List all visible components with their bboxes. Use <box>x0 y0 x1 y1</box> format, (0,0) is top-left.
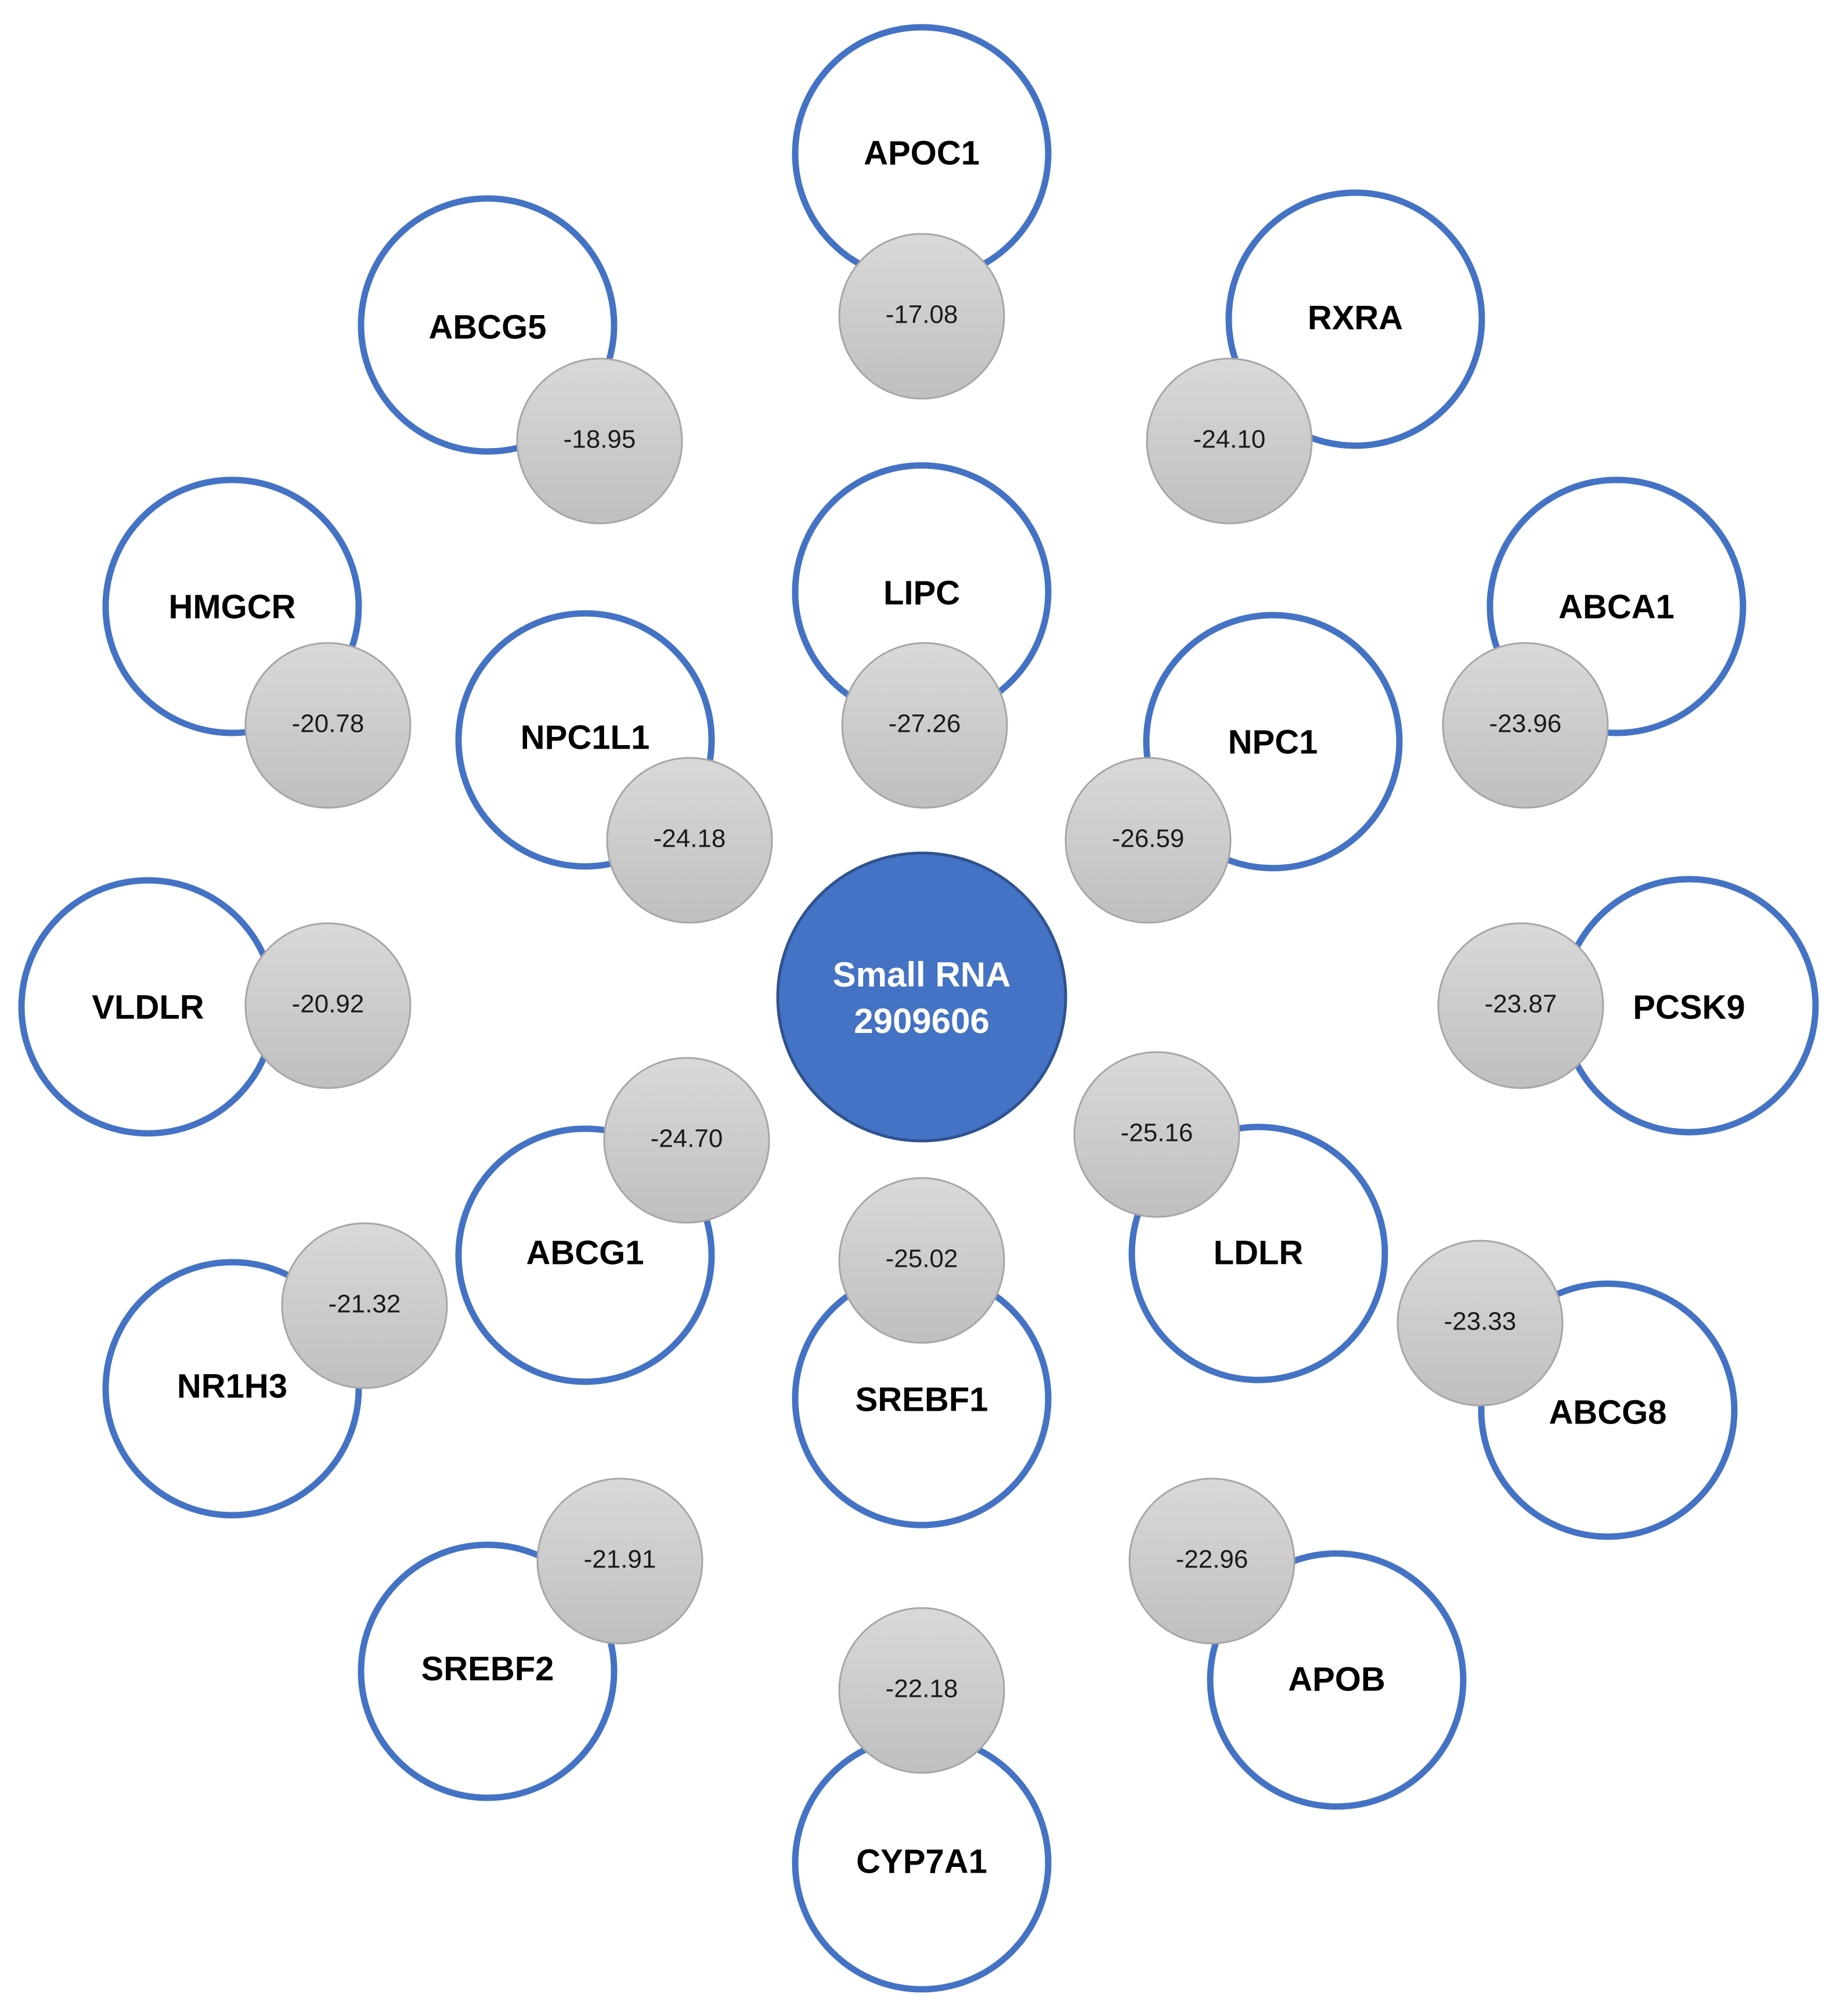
score-bubble <box>1396 1240 1564 1407</box>
gene-label: RXRA <box>1308 299 1403 337</box>
gene-node-srebf1: SREBF1 -25.02 <box>792 1177 1052 1529</box>
score-label: -26.59 <box>1112 825 1185 853</box>
score-label: -22.96 <box>1176 1545 1248 1574</box>
score-bubble <box>244 642 412 809</box>
score-label: -17.08 <box>886 301 958 329</box>
score-bubble <box>838 1607 1005 1774</box>
score-label: -25.02 <box>886 1245 958 1273</box>
score-bubble <box>606 757 773 924</box>
gene-node-abcg1: ABCG1 -24.70 <box>455 1057 770 1385</box>
gene-node-npc1l1: NPC1L1 -24.18 <box>455 610 773 924</box>
score-label: -24.18 <box>654 825 726 853</box>
score-bubble <box>603 1057 770 1224</box>
score-label: -23.87 <box>1485 990 1557 1018</box>
gene-ring <box>358 1541 618 1801</box>
gene-ring <box>1225 189 1485 449</box>
score-label: -21.91 <box>584 1545 656 1574</box>
gene-label: NPC1 <box>1228 723 1318 761</box>
gene-label: HMGCR <box>168 588 295 626</box>
center-circle <box>776 851 1067 1143</box>
score-label: -22.18 <box>886 1675 958 1703</box>
gene-label: VLDLR <box>92 988 204 1026</box>
gene-label: LIPC <box>883 574 960 612</box>
score-label: -23.96 <box>1489 710 1562 738</box>
score-bubble <box>244 922 412 1089</box>
score-bubble <box>281 1222 448 1389</box>
gene-label: ABCG1 <box>526 1234 644 1271</box>
score-label: -18.95 <box>564 425 636 454</box>
center-label-line1: Small RNA <box>833 955 1011 994</box>
gene-node-abcg5: ABCG5 -18.95 <box>358 195 683 525</box>
gene-node-cyp7a1: CYP7A1 -22.18 <box>792 1607 1052 1993</box>
score-bubble <box>841 642 1008 809</box>
gene-label: ABCA1 <box>1558 588 1675 626</box>
gene-node-vldlr: VLDLR -20.92 <box>18 877 412 1137</box>
score-bubble <box>1146 357 1313 525</box>
gene-label: CYP7A1 <box>856 1842 987 1880</box>
gene-node-rxra: RXRA -24.10 <box>1146 189 1485 525</box>
center-node: Small RNA 2909606 <box>776 851 1067 1143</box>
score-label: -24.10 <box>1193 425 1266 454</box>
gene-label: PCSK9 <box>1633 988 1745 1026</box>
score-label: -27.26 <box>889 710 961 738</box>
gene-node-apoc1: APOC1 -17.08 <box>792 24 1052 400</box>
gene-node-lipc: LIPC -27.26 <box>792 462 1052 809</box>
score-label: -21.32 <box>329 1290 401 1318</box>
score-bubble <box>1437 922 1604 1089</box>
score-bubble <box>1073 1051 1240 1218</box>
gene-node-nr1h3: NR1H3 -21.32 <box>102 1222 448 1519</box>
score-bubble <box>516 357 683 525</box>
score-label: -23.33 <box>1444 1307 1517 1336</box>
score-bubble <box>838 1177 1005 1344</box>
score-bubble <box>1064 757 1232 924</box>
score-bubble <box>838 233 1005 400</box>
gene-label: APOB <box>1288 1660 1385 1698</box>
score-bubble <box>1442 642 1609 809</box>
gene-node-ldlr: LDLR -25.16 <box>1073 1051 1388 1383</box>
score-label: -20.78 <box>292 710 365 738</box>
gene-label: LDLR <box>1214 1234 1304 1271</box>
gene-label: NR1H3 <box>177 1367 287 1405</box>
gene-node-apob: APOB -22.96 <box>1128 1477 1467 1810</box>
gene-label: ABCG5 <box>428 308 546 346</box>
gene-label: NPC1L1 <box>521 718 649 756</box>
gene-label: APOC1 <box>864 134 980 172</box>
gene-label: SREBF2 <box>421 1650 554 1688</box>
gene-node-abca1: ABCA1 -23.96 <box>1442 476 1746 809</box>
score-bubble <box>1128 1477 1296 1645</box>
gene-label: ABCG8 <box>1549 1393 1666 1431</box>
gene-node-pcsk9: PCSK9 -23.87 <box>1437 876 1819 1136</box>
gene-label: SREBF1 <box>856 1381 988 1418</box>
score-label: -20.92 <box>292 990 365 1018</box>
score-bubble <box>536 1477 703 1645</box>
score-label: -24.70 <box>651 1125 723 1153</box>
gene-node-abcg8: ABCG8 -23.33 <box>1396 1240 1738 1540</box>
center-label-line2: 2909606 <box>854 1002 990 1040</box>
gene-node-srebf2: SREBF2 -21.91 <box>358 1477 703 1801</box>
gene-node-npc1: NPC1 -26.59 <box>1064 612 1403 924</box>
gene-node-hmgcr: HMGCR -20.78 <box>102 476 412 809</box>
score-label: -25.16 <box>1121 1119 1193 1147</box>
